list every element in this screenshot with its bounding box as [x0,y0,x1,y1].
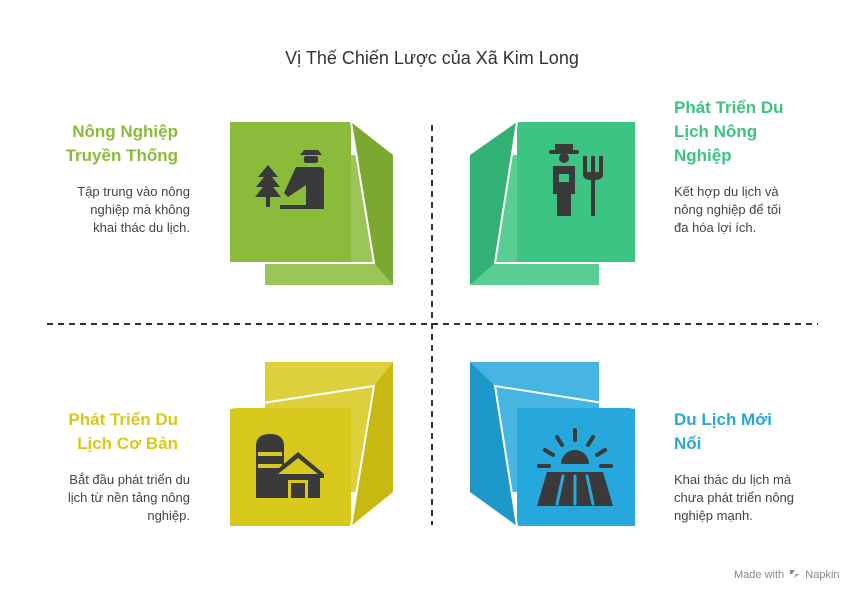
quadrant-desc-bottom-left: Bắt đầu phát triển du lịch từ nền tảng n… [67,472,190,523]
quadrant-desc-top-right: Kết hợp du lịch và nông nghiệp để tối đa… [674,184,781,235]
farmer-planting-icon [255,150,324,209]
cube-bottom-right [470,362,636,527]
page-title: Vị Thế Chiến Lược của Xã Kim Long [285,48,579,68]
cube-top-right [470,121,635,285]
sunrise-field-icon [537,428,613,506]
quadrant-title-top-right: Phát Triển Du Lịch Nông Nghiệp [674,98,784,165]
napkin-logo-icon [790,570,800,578]
quadrant-title-bottom-right: Du Lịch Mới Nổi [674,410,773,453]
made-with-napkin[interactable]: Made with Napkin [734,569,840,581]
cube-top-left [230,121,393,285]
quadrant-desc-bottom-right: Khai thác du lịch mà chưa phát triển nôn… [674,472,795,523]
cube-bottom-left [229,362,393,527]
farmer-pitchfork-icon [549,144,603,216]
quadrant-title-top-left: Nông Nghiệp Truyền Thống [65,122,178,165]
quadrant-title-bottom-left: Phát Triển Du Lịch Cơ Bản [68,410,178,453]
barn-silo-icon [256,434,324,498]
napkin-brand: Napkin [805,569,840,581]
made-with-label: Made with [734,569,785,581]
quadrant-desc-top-left: Tập trung vào nông nghiệp mà không khai … [77,184,190,235]
